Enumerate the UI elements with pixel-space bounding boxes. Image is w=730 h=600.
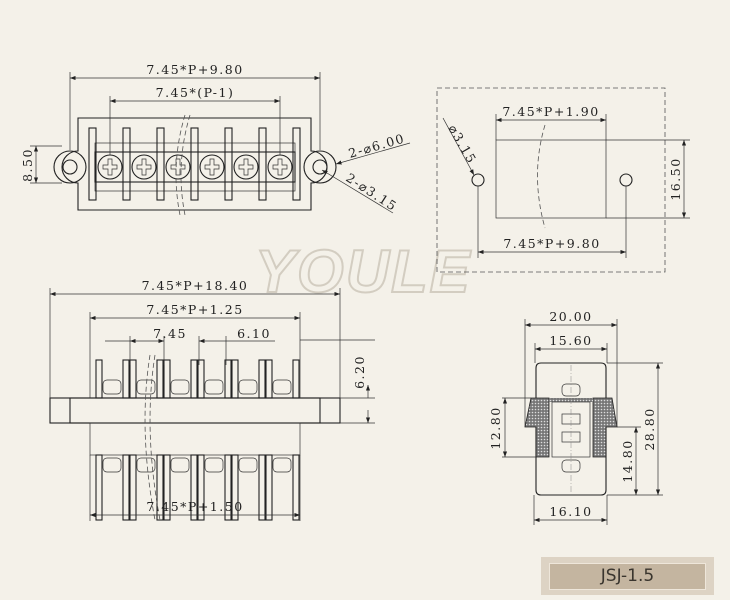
screw-head (238, 457, 258, 473)
screw-head (102, 379, 122, 395)
screw-head (170, 379, 190, 395)
screw (199, 154, 225, 180)
screw-head (102, 457, 122, 473)
screw-head (170, 457, 190, 473)
dim-overall-width: 7.45*P+9.80 (146, 62, 243, 77)
pin (258, 454, 266, 521)
screw (165, 154, 191, 180)
side-view: 20.00 15.60 12.80 28.80 14.80 16.10 (488, 309, 663, 525)
top-view: 7.45*P+9.80 7.45*(P-1) 8.50 2-⌀6.00 2-⌀3… (20, 62, 411, 216)
dim-hole-inner: 2-⌀3.15 (343, 170, 400, 214)
barrier (156, 127, 165, 201)
front-view: 7.45*P+18.40 7.45*P+1.25 7.45 6.10 6.20 … (49, 278, 375, 521)
dim-gap: 6.10 (237, 326, 271, 341)
screw-slot-icon (102, 158, 118, 176)
screw (131, 154, 157, 180)
screw-slot-icon (170, 158, 186, 176)
pin (190, 359, 198, 399)
screw-head (136, 457, 156, 473)
pin (156, 454, 164, 521)
screw-head (272, 379, 292, 395)
dim-height: 6.20 (352, 355, 367, 389)
screw (233, 154, 259, 180)
screw (97, 154, 123, 180)
dim-height: 16.50 (668, 157, 683, 200)
screw-head (136, 379, 156, 395)
screw-head (238, 379, 258, 395)
barrier (224, 127, 233, 201)
pin (163, 454, 171, 521)
pin (292, 359, 300, 399)
dim-hole-outer: 2-⌀6.00 (347, 130, 407, 160)
pin (292, 454, 300, 521)
watermark: YOULE (255, 238, 472, 305)
barrier (88, 127, 97, 201)
barrier (122, 127, 131, 201)
pin (265, 359, 273, 399)
dim-height: 8.50 (20, 148, 35, 182)
screw-slot-icon (204, 158, 220, 176)
barrier (258, 127, 267, 201)
dim-bottom-width: 7.45*P+1.50 (146, 499, 243, 514)
pin (197, 454, 205, 521)
pin (265, 454, 273, 521)
hole-pattern-view: 7.45*P+1.90 7.45*P+9.80 16.50 ⌀3.15 (436, 87, 690, 273)
pin (197, 359, 205, 399)
pin (224, 359, 232, 399)
screw (267, 154, 293, 180)
dim-flange-width: 20.00 (549, 309, 592, 324)
pin (258, 359, 266, 399)
dim-hole-dia: ⌀3.15 (445, 122, 479, 167)
pin (122, 454, 130, 521)
screw-slot-icon (272, 158, 288, 176)
dim-inner-width: 7.45*P+1.90 (502, 104, 599, 119)
pin (95, 359, 103, 399)
pin (95, 454, 103, 521)
barrier (190, 127, 199, 201)
screw-head (204, 379, 224, 395)
dim-top-width: 15.60 (549, 333, 592, 348)
dim-pitch-span: 7.45*(P-1) (156, 85, 235, 100)
pin (122, 359, 130, 399)
model-label: JSJ-1.5 (549, 563, 706, 590)
dim-lower-height: 14.80 (620, 439, 635, 482)
pin (190, 454, 198, 521)
screw-slot-icon (238, 158, 254, 176)
pin (163, 359, 171, 399)
dim-bottom-width: 16.10 (549, 504, 592, 519)
pin (156, 359, 164, 399)
screw-head (204, 457, 224, 473)
dim-pitch: 7.45 (153, 326, 187, 341)
pin (129, 359, 137, 399)
dim-flange-height: 12.80 (488, 406, 503, 449)
dim-hole-spacing: 7.45*P+9.80 (503, 236, 600, 251)
model-label-box: JSJ-1.5 (541, 557, 714, 595)
dim-body-width: 7.45*P+1.25 (146, 302, 243, 317)
dim-total-height: 28.80 (642, 407, 657, 450)
pin (231, 454, 239, 521)
screw-head (272, 457, 292, 473)
screw-slot-icon (136, 158, 152, 176)
barrier (292, 127, 301, 201)
dim-overall-width: 7.45*P+18.40 (142, 278, 249, 293)
pin (231, 359, 239, 399)
pin (224, 454, 232, 521)
pin (129, 454, 137, 521)
